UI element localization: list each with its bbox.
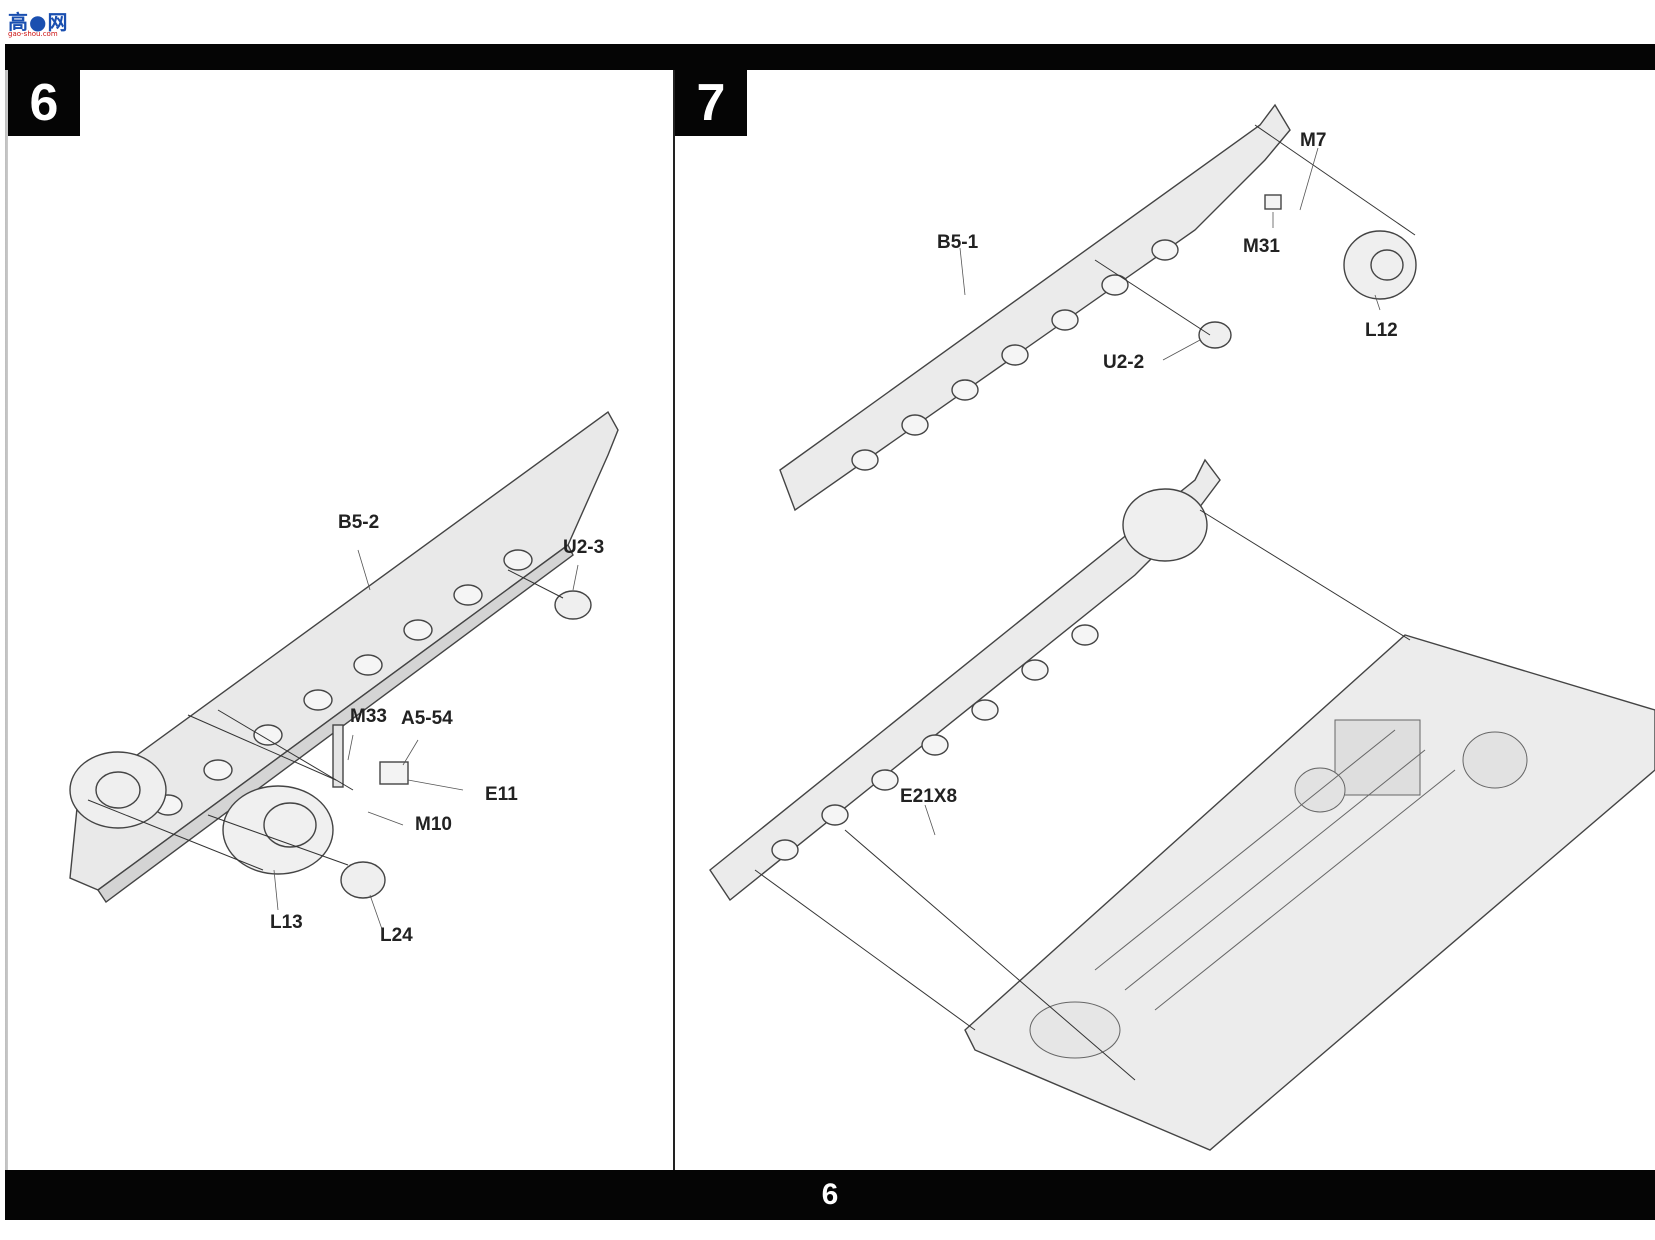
callout-m31: M31 (1243, 236, 1280, 257)
final-drive-housing (69, 751, 167, 829)
callout-b5-1: B5-1 (937, 232, 979, 253)
assembly-arrows-7 (754, 124, 1416, 1081)
page-number: 6 (821, 1178, 839, 1211)
callout-leaders (273, 549, 579, 933)
upper-suspension-stubs (851, 239, 1179, 471)
return-roller-u2-2 (1198, 321, 1232, 349)
step-6-panel: 6 (8, 70, 675, 1170)
m31-part (1264, 194, 1282, 210)
idler-part (340, 861, 386, 899)
top-frame-bar (5, 44, 1655, 70)
site-logo: 高●网 gao-shou.com (8, 6, 78, 40)
logo-subtext: gao-shou.com (8, 30, 58, 38)
step-7-badge: 7 (675, 70, 747, 136)
callout-u2-2: U2-2 (1103, 352, 1145, 373)
callout-e11: E11 (485, 784, 518, 805)
callout-m10: M10 (415, 814, 452, 835)
m33-part (332, 724, 344, 788)
callout-b5-2: B5-2 (338, 512, 380, 533)
callout-m33: M33 (350, 706, 387, 727)
a5-54-part (379, 761, 409, 785)
callout-m7: M7 (1300, 130, 1327, 151)
step-6-illustration (69, 410, 619, 933)
callout-l13: L13 (270, 912, 303, 933)
return-roller-part (554, 590, 592, 620)
callout-l24: L24 (380, 925, 413, 946)
step-6-badge: 6 (8, 70, 80, 136)
hull-interior-details (1029, 719, 1528, 1059)
hull-side-plate (69, 410, 619, 891)
drive-wheel-l12 (1343, 230, 1417, 300)
bottom-frame-bar: 6 (5, 1170, 1655, 1220)
upper-hull-side-plate (779, 103, 1291, 512)
lower-suspension-stubs (771, 624, 1099, 861)
callout-l12: L12 (1365, 320, 1398, 341)
callout-e21x8: E21X8 (900, 786, 958, 807)
step-7-panel: 7 (675, 70, 1655, 1170)
callout-a5-54: A5-54 (401, 708, 453, 729)
hull-floor (964, 634, 1655, 1151)
logo-text: 高●网 (8, 10, 69, 34)
step-7-illustration (709, 103, 1655, 1151)
lower-drive-wheel (1122, 488, 1208, 562)
callout-leaders-7 (924, 147, 1381, 836)
plate-bottom-edge (97, 543, 574, 904)
assembly-arrows (87, 569, 564, 871)
callout-u2-3: U2-3 (563, 537, 605, 558)
